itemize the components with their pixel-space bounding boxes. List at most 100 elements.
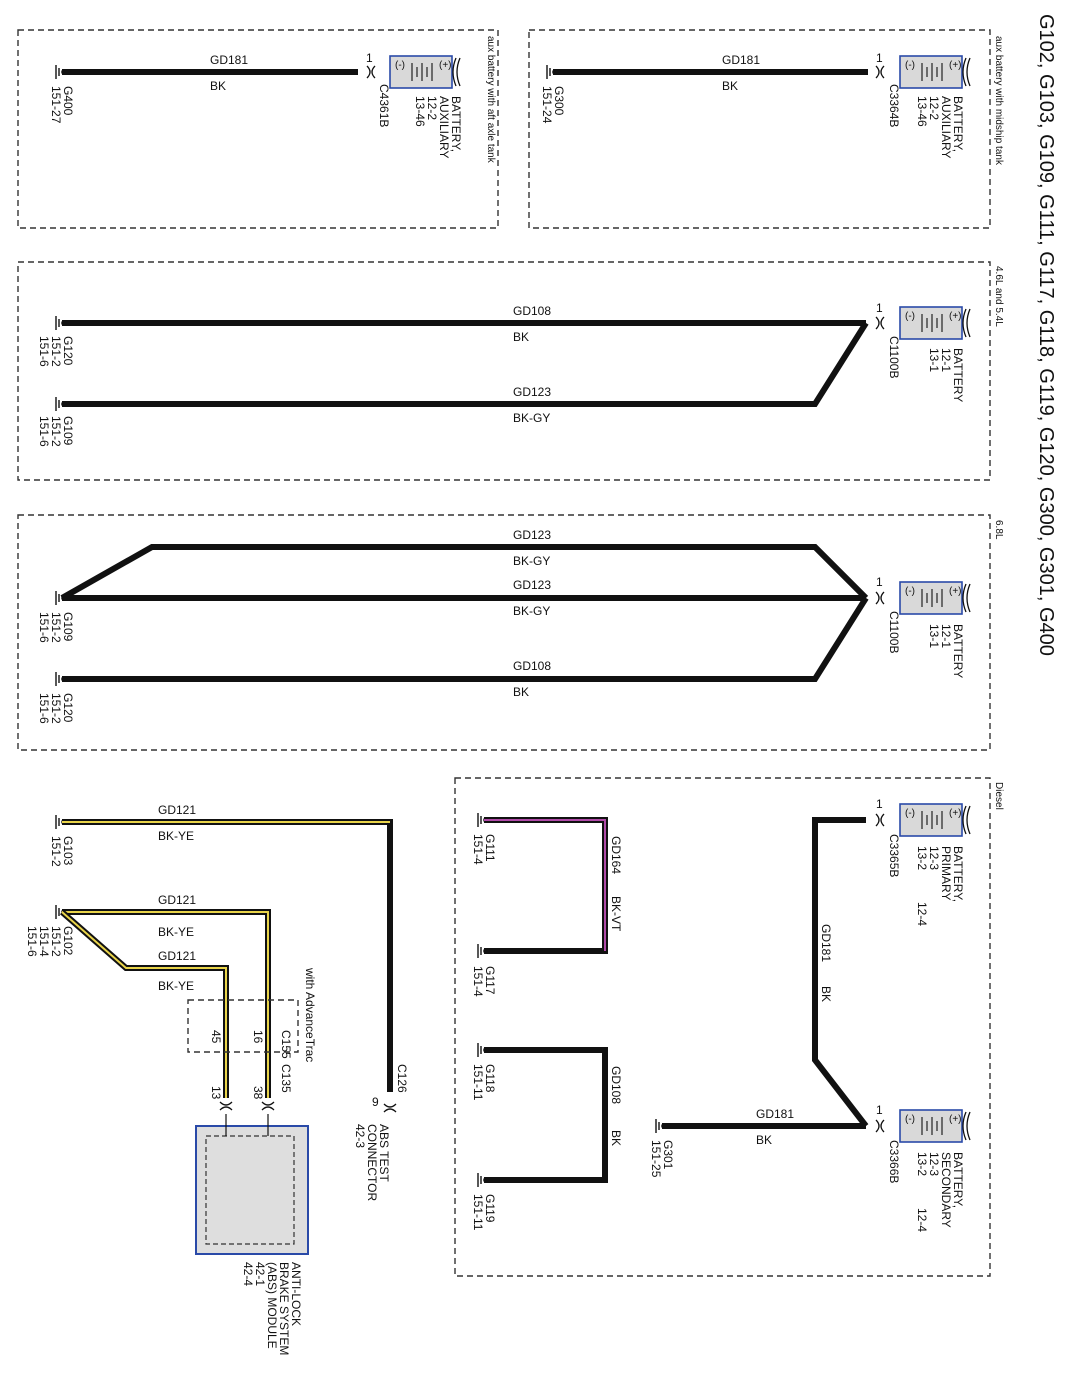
section-abs: GD121 BK-YE G103 151-2 C126 9 ABS TEST C…	[25, 803, 409, 1355]
ground-ref: 151-2	[49, 926, 63, 957]
battery-icon	[899, 306, 971, 340]
wire-gd164-stripe	[484, 819, 606, 951]
battery-ref: 12-2	[927, 96, 941, 120]
battery-ref: 12-3	[927, 1152, 941, 1176]
ground-ref: 151-11	[471, 1064, 485, 1101]
ground-id: G118	[483, 1064, 497, 1093]
ground-ref: 151-2	[49, 612, 63, 643]
ground-ref: 151-6	[37, 416, 51, 447]
battery-ref: 12-1	[939, 348, 953, 372]
connector-id: C135	[279, 1064, 293, 1093]
wire-gd164	[484, 817, 608, 954]
color-label: BK	[513, 685, 529, 699]
advancetrac-box	[187, 999, 299, 1053]
abs-module-ref: 42-4	[241, 1262, 255, 1286]
circuit-label: GD181	[210, 53, 248, 67]
pin-label: 1	[876, 797, 883, 811]
connector-icon	[261, 1101, 275, 1111]
section-diesel: Diesel 1 C3365B BATTERY, PRIMARY 12-3 13…	[454, 777, 1004, 1277]
color-label: BK	[819, 986, 833, 1002]
circuit-label: GD108	[609, 1066, 623, 1104]
section-label: 6.8L	[993, 520, 1004, 540]
connector-id: C3366B	[887, 1140, 901, 1183]
connector-id: C1100B	[887, 611, 901, 653]
pin-label: 1	[876, 301, 883, 315]
circuit-label: GD121	[158, 803, 196, 817]
connector-icon	[219, 1101, 233, 1111]
section-border	[528, 29, 991, 229]
connector-id: C3365B	[887, 834, 901, 877]
circuit-label: GD181	[819, 924, 833, 962]
abs-module-name: BRAKE SYSTEM	[277, 1262, 291, 1355]
color-label: BK-GY	[513, 604, 550, 618]
ground-ref: 151-2	[49, 693, 63, 724]
ground-ref: 151-27	[49, 86, 63, 124]
color-label: BK	[722, 79, 738, 93]
section-6-8l: 6.8L GD123 BK-GY GD123 BK-GY GD108 BK 1 …	[17, 514, 1004, 751]
battery-icon	[899, 581, 971, 615]
color-label: BK	[513, 330, 529, 344]
ground-id: G111	[483, 834, 497, 862]
circuit-label: GD121	[158, 893, 196, 907]
ground-icon	[55, 590, 63, 606]
connector-icon	[875, 1119, 885, 1133]
connector-id: C126	[395, 1064, 409, 1093]
battery-type: AUXILIARY	[939, 96, 953, 158]
ground-ref: 151-24	[540, 86, 554, 124]
wire-stripe	[62, 911, 269, 1098]
ground-ref: 151-11	[471, 1194, 485, 1231]
ground-id: G102	[61, 926, 75, 956]
connector-icon	[875, 316, 885, 330]
battery-type: PRIMARY	[939, 846, 953, 900]
ground-icon	[55, 396, 63, 412]
battery-ref: 13-46	[413, 96, 427, 127]
ground-ref: 151-6	[37, 693, 51, 724]
battery-ref: 12-3	[927, 846, 941, 870]
battery-icon	[389, 55, 461, 89]
section-border	[17, 514, 991, 751]
ground-id: G120	[61, 693, 75, 723]
ground-ref: 151-4	[37, 926, 51, 957]
color-label: BK-VT	[609, 896, 623, 932]
battery-ref: 13-2	[915, 846, 929, 870]
wire-gd123-upper	[60, 544, 869, 601]
wire-gd108	[484, 1047, 608, 1183]
ground-icon	[55, 671, 63, 687]
battery-icon	[899, 803, 971, 837]
ground-id: G120	[61, 336, 75, 366]
ground-ref: 151-4	[471, 966, 485, 997]
ground-ref: 151-4	[471, 834, 485, 865]
circuit-label: GD181	[722, 53, 760, 67]
abs-module-name: (ABS) MODULE	[265, 1262, 279, 1349]
section-border	[454, 777, 991, 1277]
ground-id: G400	[61, 86, 75, 116]
color-label: BK-YE	[158, 925, 194, 939]
section-aux-aft: aux battery with aft axle tank GD181 BK …	[17, 29, 499, 229]
battery-type: AUXILIARY	[437, 96, 451, 158]
test-connector-name: ABS TEST	[377, 1124, 391, 1182]
abs-module-ref: 42-1	[253, 1262, 267, 1286]
ground-icon	[55, 315, 63, 331]
battery-icon	[899, 55, 971, 89]
abs-module-inner	[205, 1135, 295, 1245]
battery-ref: 12-2	[425, 96, 439, 120]
circuit-label: GD123	[513, 385, 551, 399]
battery-ref: 12-1	[939, 624, 953, 648]
ground-icon	[55, 814, 63, 830]
advancetrac-label: with AdvanceTrac	[303, 967, 317, 1062]
section-border	[17, 29, 499, 229]
pin-label: 1	[876, 575, 883, 589]
ground-ref: 151-6	[37, 336, 51, 367]
ground-ref: 151-25	[649, 1140, 663, 1178]
ground-ref: 151-2	[49, 336, 63, 367]
wire-stripe	[61, 911, 227, 1098]
ground-id: G117	[483, 966, 497, 995]
pin-label: 1	[876, 1103, 883, 1117]
ground-id: G109	[61, 416, 75, 446]
connector-icon	[875, 65, 885, 79]
pin-label: 1	[366, 51, 373, 65]
battery-name: BATTERY	[951, 624, 965, 678]
connector-icon	[875, 813, 885, 827]
abs-module-name: ANTI-LOCK	[289, 1262, 303, 1326]
